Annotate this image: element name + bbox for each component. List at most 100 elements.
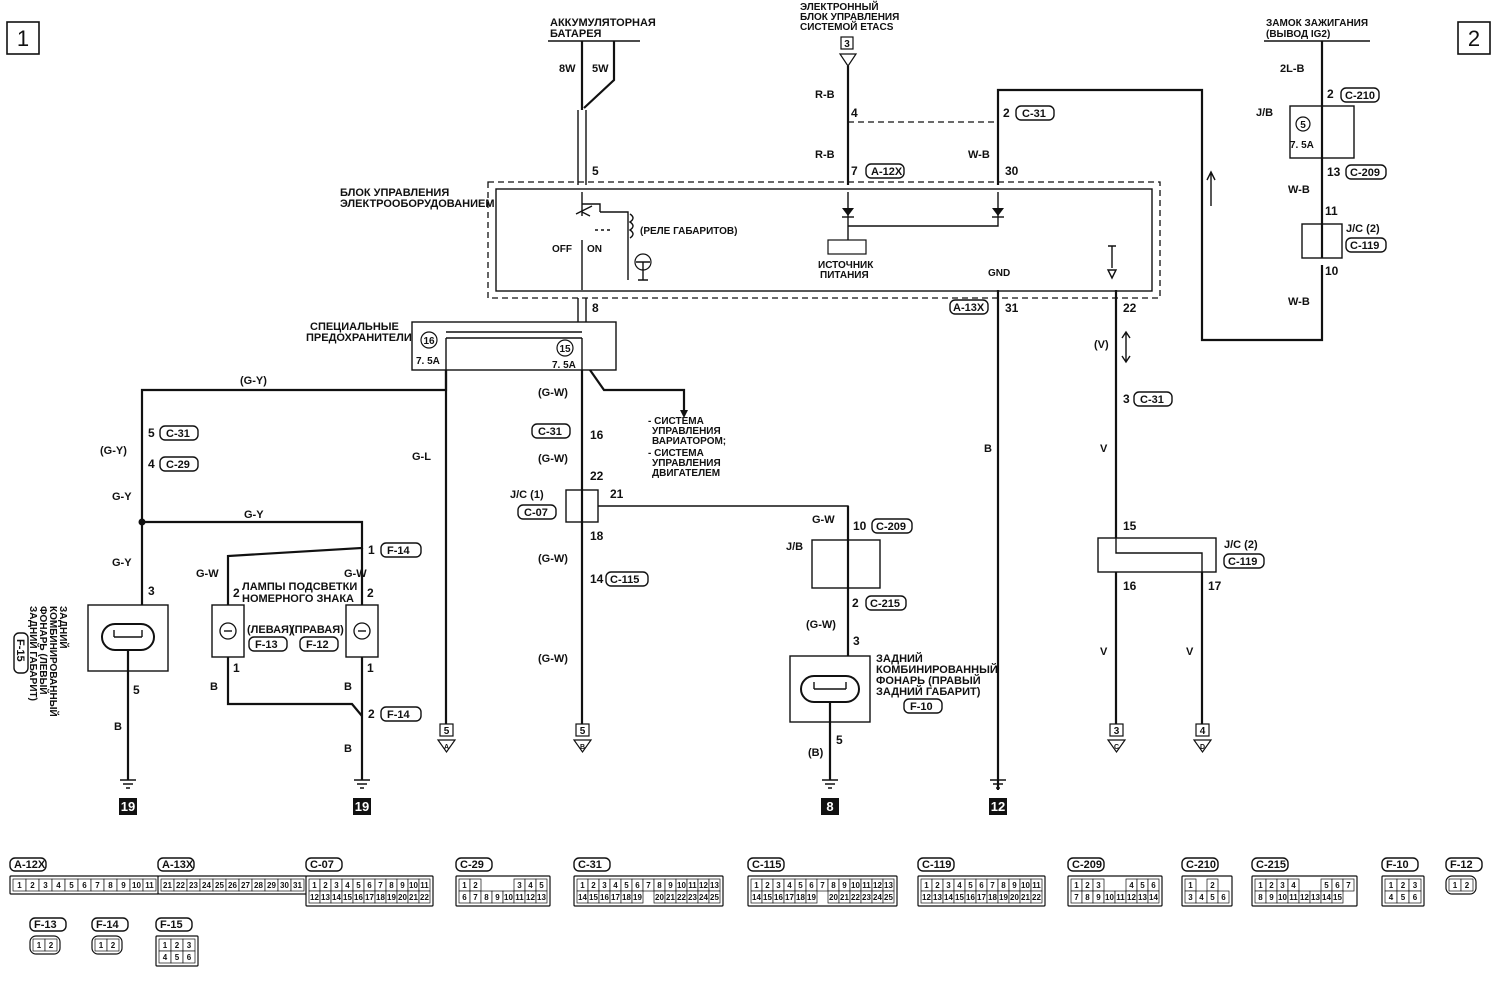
tag-f10: F-10 bbox=[903, 698, 943, 714]
svg-text:17: 17 bbox=[1208, 579, 1222, 593]
svg-text:УПРАВЛЕНИЯ: УПРАВЛЕНИЯ bbox=[652, 458, 721, 469]
tag-c29: C-29 bbox=[159, 456, 199, 472]
legend-pin: 3 bbox=[946, 881, 951, 890]
legend-pin: 1 bbox=[163, 941, 168, 950]
legend-pin: 2 bbox=[30, 881, 35, 890]
svg-text:16: 16 bbox=[423, 336, 435, 347]
svg-text:2: 2 bbox=[852, 596, 859, 610]
svg-text:(G-W): (G-W) bbox=[538, 387, 568, 399]
legend-pin: 4 bbox=[56, 881, 61, 890]
svg-text:A-13X: A-13X bbox=[162, 859, 194, 871]
svg-text:A-12X: A-12X bbox=[14, 859, 46, 871]
svg-text:G-L: G-L bbox=[412, 451, 431, 463]
legend-pin: 18 bbox=[796, 893, 805, 902]
legend-pin: 7 bbox=[646, 881, 651, 890]
svg-text:АККУМУЛЯТОРНАЯ: АККУМУЛЯТОРНАЯ bbox=[550, 17, 656, 29]
legend-pin: 10 bbox=[132, 881, 141, 890]
legend-pin: 7 bbox=[473, 893, 478, 902]
legend-pin: 19 bbox=[633, 893, 642, 902]
svg-text:18: 18 bbox=[590, 529, 604, 543]
svg-text:B: B bbox=[210, 681, 218, 693]
svg-text:C-210: C-210 bbox=[1186, 859, 1216, 871]
svg-text:3: 3 bbox=[1114, 726, 1120, 737]
svg-text:15: 15 bbox=[559, 344, 571, 355]
svg-text:(ПРАВАЯ): (ПРАВАЯ) bbox=[291, 624, 344, 636]
legend-pin: 10 bbox=[504, 893, 513, 902]
svg-text:8: 8 bbox=[826, 799, 833, 814]
svg-text:D: D bbox=[1200, 744, 1205, 751]
legend-pin: 1 bbox=[99, 941, 104, 950]
svg-text:19: 19 bbox=[121, 799, 135, 814]
legend-pin: 20 bbox=[1010, 893, 1019, 902]
legend-pin: 4 bbox=[345, 881, 350, 890]
legend-pin: 12 bbox=[1300, 893, 1309, 902]
offpage-a: 5 A bbox=[436, 723, 457, 754]
legend-pin: 23 bbox=[189, 881, 198, 890]
legend-pin: 7 bbox=[1346, 881, 1351, 890]
legend-pin: 24 bbox=[699, 893, 708, 902]
page-marker-right: 2 bbox=[1457, 21, 1491, 55]
legend-pin: 11 bbox=[420, 881, 429, 890]
svg-text:30: 30 bbox=[1005, 164, 1019, 178]
legend-pin: 4 bbox=[957, 881, 962, 890]
svg-text:C: C bbox=[1114, 744, 1119, 751]
legend-pin: 11 bbox=[515, 893, 524, 902]
tag-c119-bottom: C-119 bbox=[1223, 553, 1265, 569]
svg-text:C-209: C-209 bbox=[1072, 859, 1102, 871]
legend-pin: 26 bbox=[228, 881, 237, 890]
legend-pin: 8 bbox=[1258, 893, 1263, 902]
svg-text:F-14: F-14 bbox=[387, 709, 411, 721]
jc2-bottom bbox=[1097, 537, 1217, 573]
svg-text:B: B bbox=[580, 744, 585, 751]
legend-pin: 3 bbox=[517, 881, 522, 890]
svg-text:ПРЕДОХРАНИТЕЛИ: ПРЕДОХРАНИТЕЛИ bbox=[306, 332, 412, 344]
svg-text:22: 22 bbox=[590, 469, 604, 483]
svg-text:БАТАРЕЯ: БАТАРЕЯ bbox=[550, 28, 602, 40]
legend-pin: 13 bbox=[710, 881, 719, 890]
legend-pin: 9 bbox=[1096, 893, 1101, 902]
tag-f15: F-15 bbox=[13, 632, 29, 674]
legend-pin: 6 bbox=[1413, 893, 1418, 902]
legend-pin: 13 bbox=[537, 893, 546, 902]
svg-text:C-209: C-209 bbox=[876, 521, 906, 533]
legend-pin: 16 bbox=[354, 893, 363, 902]
pin-5-battery: 5 bbox=[592, 164, 599, 178]
svg-text:J/C (2): J/C (2) bbox=[1224, 539, 1258, 551]
svg-text:(РЕЛЕ ГАБАРИТОВ): (РЕЛЕ ГАБАРИТОВ) bbox=[640, 226, 737, 237]
svg-text:J/C (1): J/C (1) bbox=[510, 489, 544, 501]
legend-pin: 21 bbox=[666, 893, 675, 902]
svg-text:2: 2 bbox=[233, 586, 240, 600]
svg-text:10: 10 bbox=[853, 519, 867, 533]
tag-a13x: A-13X bbox=[949, 299, 989, 315]
svg-text:3: 3 bbox=[853, 634, 860, 648]
svg-text:A-12X: A-12X bbox=[871, 166, 903, 178]
legend-pin: 2 bbox=[765, 881, 770, 890]
svg-text:1: 1 bbox=[367, 661, 374, 675]
legend-pin: 20 bbox=[398, 893, 407, 902]
legend-pin: 7 bbox=[95, 881, 100, 890]
svg-text:ЗАДНИЙ ГАБАРИТ): ЗАДНИЙ ГАБАРИТ) bbox=[27, 606, 40, 701]
svg-text:(ЛЕВАЯ): (ЛЕВАЯ) bbox=[247, 624, 293, 636]
tag-c119-top: C-119 bbox=[1345, 237, 1387, 253]
legend-pin: 12 bbox=[873, 881, 882, 890]
legend-pin: 14 bbox=[578, 893, 587, 902]
legend-pin: 3 bbox=[1096, 881, 1101, 890]
svg-text:V: V bbox=[1186, 646, 1194, 658]
rear-right-label: ЗАДНИЙ КОМБИНИРОВАННЫЙ ФОНАРЬ (ПРАВЫЙ ЗА… bbox=[876, 652, 998, 698]
svg-text:C-29: C-29 bbox=[166, 459, 190, 471]
legend-pin: 30 bbox=[280, 881, 289, 890]
svg-text:1: 1 bbox=[17, 26, 29, 51]
legend-pin: 22 bbox=[420, 893, 429, 902]
svg-text:V: V bbox=[1100, 646, 1108, 658]
svg-text:(G-W): (G-W) bbox=[806, 619, 836, 631]
legend-pin: 3 bbox=[602, 881, 607, 890]
svg-text:G-Y: G-Y bbox=[112, 491, 132, 503]
svg-text:W-B: W-B bbox=[1288, 184, 1310, 196]
legend-pin: 1 bbox=[1074, 881, 1079, 890]
svg-text:10: 10 bbox=[1325, 264, 1339, 278]
svg-text:7. 5A: 7. 5A bbox=[1290, 140, 1314, 151]
